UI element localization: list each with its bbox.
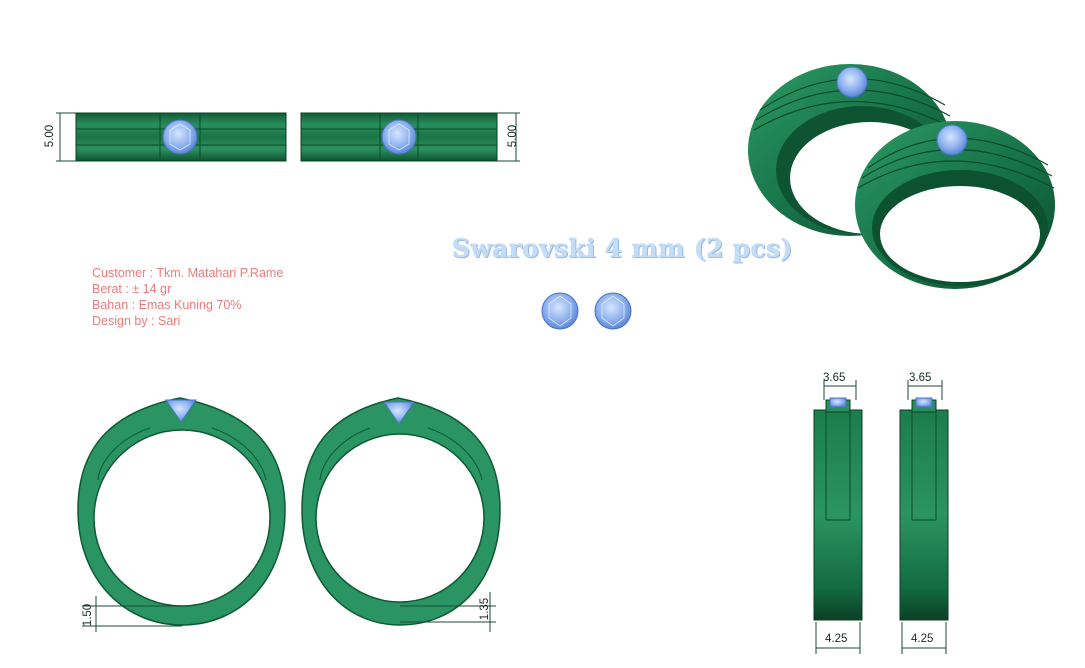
top-view-dimension-lines bbox=[56, 112, 520, 162]
top-view-left-band bbox=[75, 112, 287, 162]
dim-top-left-height: 5.00 bbox=[44, 124, 56, 148]
dim-front-left-bottom: 1.50 bbox=[82, 603, 94, 627]
side-view-right bbox=[899, 397, 949, 621]
material-line: Bahan : Emas Kuning 70% bbox=[92, 298, 242, 312]
top-view-right-band bbox=[300, 112, 498, 162]
loose-stones bbox=[541, 292, 632, 330]
order-info: Customer : Tkm. Matahari P.Rame Berat : … bbox=[92, 265, 283, 329]
front-view-right-ring bbox=[301, 397, 501, 626]
stone-title: Swarovski 4 mm (2 pcs) bbox=[452, 234, 793, 263]
dim-side-left-top: 3.65 bbox=[823, 372, 846, 384]
front-view-left-ring bbox=[77, 397, 286, 626]
weight-line: Berat : ± 14 gr bbox=[92, 282, 172, 296]
customer-line: Customer : Tkm. Matahari P.Rame bbox=[92, 266, 284, 280]
side-view-left bbox=[813, 397, 863, 621]
dim-side-right-top: 3.65 bbox=[909, 372, 932, 384]
dim-top-right-height: 5.00 bbox=[507, 124, 519, 148]
front-view-dimension-lines bbox=[82, 592, 496, 632]
dim-side-right-bottom: 4.25 bbox=[911, 633, 934, 645]
ring-3d-front bbox=[855, 121, 1055, 289]
dim-side-left-bottom: 4.25 bbox=[825, 633, 848, 645]
designer-line: Design by : Sari bbox=[92, 314, 181, 328]
side-view-dimension-lines bbox=[815, 380, 947, 654]
dim-front-right-bottom: 1.35 bbox=[479, 597, 491, 621]
